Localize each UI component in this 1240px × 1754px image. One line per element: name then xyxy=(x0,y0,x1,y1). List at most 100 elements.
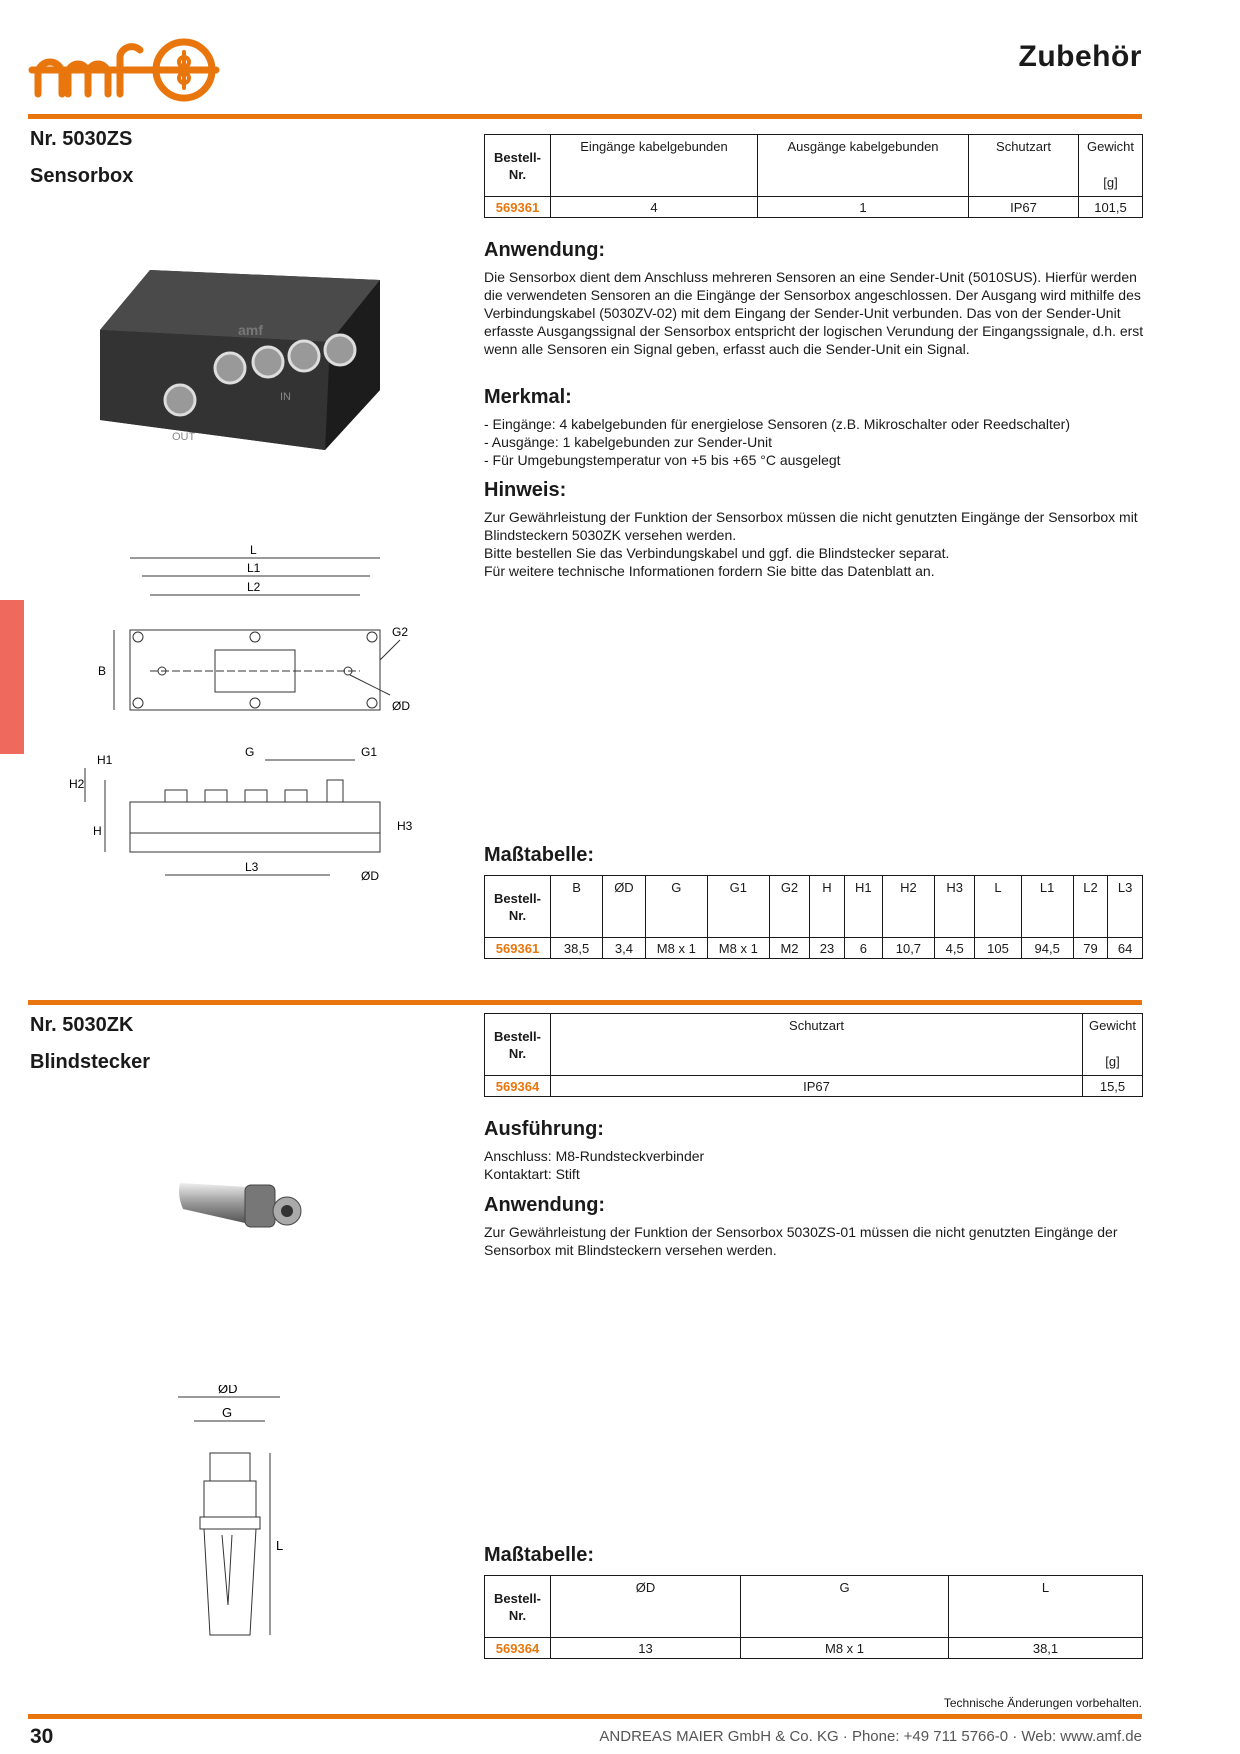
table-row: 569361 38,5 3,4 M8 x 1 M8 x 1 M2 23 6 10… xyxy=(484,937,1143,959)
product-number: Nr. 5030ZS xyxy=(30,128,133,150)
company-line: ANDREAS MAIER GmbH & Co. KG · Phone: +49… xyxy=(599,1728,1142,1745)
dim-label: L xyxy=(276,1538,283,1553)
spec-table: Bestell- Nr. Schutzart Gewicht[g] 569364… xyxy=(484,1013,1143,1097)
table-cell: 38,1 xyxy=(948,1637,1143,1659)
table-cell: M8 x 1 xyxy=(644,937,708,959)
dim-label: L2 xyxy=(247,580,261,594)
table-row: 569364 IP67 15,5 xyxy=(484,1075,1143,1097)
product-number: Nr. 5030ZK xyxy=(30,1014,134,1036)
dim-label: B xyxy=(98,664,106,678)
table-cell: M8 x 1 xyxy=(706,937,770,959)
dim-label: L3 xyxy=(245,860,259,874)
table-row: 569364 13 M8 x 1 38,1 xyxy=(484,1637,1143,1659)
col-header: G2 xyxy=(768,875,811,938)
table-cell: 79 xyxy=(1072,937,1109,959)
dim-label: H3 xyxy=(397,819,413,833)
weight-unit: [g] xyxy=(1103,175,1118,190)
dimension-table: Bestell- Nr. ØD G L 569364 13 M8 x 1 38,… xyxy=(484,1575,1143,1659)
sensorbox-photo: amf OUT IN xyxy=(100,270,380,450)
dim-label: L xyxy=(250,543,257,557)
col-header: ØD xyxy=(602,875,646,938)
table-cell: 4,5 xyxy=(933,937,976,959)
spec-table: Bestell- Nr. Eingänge kabelgebunden Ausg… xyxy=(484,134,1143,218)
table-cell: M2 xyxy=(768,937,811,959)
col-header: H1 xyxy=(843,875,883,938)
table-cell: 6 xyxy=(843,937,883,959)
photo-in-mark: IN xyxy=(280,391,291,403)
order-number-header: Bestell- Nr. xyxy=(484,1575,551,1638)
dim-label: G xyxy=(222,1405,232,1420)
table-cell: 101,5 xyxy=(1078,196,1143,218)
col-header: L1 xyxy=(1020,875,1074,938)
col-header: L xyxy=(974,875,1022,938)
dim-label: G xyxy=(245,745,254,759)
order-number: 569364 xyxy=(484,1075,551,1097)
section-text: - Eingänge: 4 kabelgebunden für energiel… xyxy=(484,416,1071,468)
table-row: 569361 4 1 IP67 101,5 xyxy=(484,196,1143,218)
order-number: 569361 xyxy=(484,937,551,959)
table-cell: 3,4 xyxy=(602,937,646,959)
col-header: G xyxy=(644,875,708,938)
dim-label: ØD xyxy=(361,869,379,883)
section-text: Die Sensorbox dient dem Anschluss mehrer… xyxy=(484,269,1144,357)
col-header: Eingänge kabelgebunden xyxy=(550,134,758,197)
table-cell: 1 xyxy=(757,196,969,218)
col-header: L2 xyxy=(1072,875,1109,938)
chapter-tab xyxy=(0,600,24,754)
col-header: Schutzart xyxy=(968,134,1079,197)
table-cell: 10,7 xyxy=(881,937,935,959)
dim-label: H1 xyxy=(97,753,113,767)
product-name: Blindstecker xyxy=(30,1051,151,1073)
order-number: 569361 xyxy=(484,196,551,218)
section-text: Zur Gewährleistung der Funktion der Sens… xyxy=(484,1224,1118,1258)
section-heading: Merkmal: xyxy=(484,386,572,408)
sensorbox-side-drawing: G G1 H1 H2 H H3 L3 ØD xyxy=(69,745,413,883)
col-header: Schutzart xyxy=(550,1013,1083,1076)
col-header: ØD xyxy=(550,1575,741,1638)
col-header: H xyxy=(809,875,845,938)
dim-label: ØD xyxy=(392,699,410,713)
dim-label: H2 xyxy=(69,777,85,791)
amf-logo xyxy=(28,38,220,102)
table-cell: 38,5 xyxy=(549,937,604,959)
order-number-header: Bestell- Nr. xyxy=(484,875,551,938)
product-name: Sensorbox xyxy=(30,165,134,187)
table-cell: M8 x 1 xyxy=(740,1637,949,1659)
col-header: H3 xyxy=(933,875,976,938)
dim-label: ØD xyxy=(218,1385,238,1396)
section-heading: Anwendung: xyxy=(484,239,606,261)
photo-out-mark: OUT xyxy=(172,431,196,443)
table-cell: 23 xyxy=(809,937,845,959)
section-text: Anschluss: M8-Rundsteckverbinder Kontakt… xyxy=(484,1148,705,1182)
section-divider xyxy=(28,1000,1142,1005)
dimension-table: Bestell- Nr. B ØD G G1 G2 H H1 H2 H3 L L… xyxy=(484,875,1143,959)
dim-label: L1 xyxy=(247,561,261,575)
table-cell: IP67 xyxy=(550,1075,1083,1097)
section-heading: Ausführung: xyxy=(484,1118,604,1140)
weight-unit: [g] xyxy=(1105,1054,1120,1069)
table-cell: 105 xyxy=(974,937,1022,959)
table-cell: 15,5 xyxy=(1082,1075,1143,1097)
dim-label: G1 xyxy=(361,745,377,759)
disclaimer: Technische Änderungen vorbehalten. xyxy=(943,1696,1142,1710)
order-number-header: Bestell- Nr. xyxy=(484,134,551,197)
section-heading: Anwendung: xyxy=(484,1194,606,1216)
table-cell: 4 xyxy=(550,196,758,218)
section-text: Zur Gewährleistung der Funktion der Sens… xyxy=(484,509,1138,579)
section-divider xyxy=(28,114,1142,119)
col-header: Ausgänge kabelgebunden xyxy=(757,134,969,197)
sensorbox-top-drawing: L L1 L2 B G2 ØD xyxy=(98,543,410,713)
footer-divider xyxy=(28,1714,1142,1719)
section-heading: Maßtabelle: xyxy=(484,1544,595,1566)
col-header: L xyxy=(948,1575,1143,1638)
col-header: L3 xyxy=(1107,875,1143,938)
dim-label: H xyxy=(93,824,102,838)
blindstecker-drawing: ØD G L xyxy=(178,1385,283,1636)
col-header: H2 xyxy=(881,875,935,938)
section-heading: Maßtabelle: xyxy=(484,844,595,866)
dim-label: G2 xyxy=(392,625,408,639)
order-number-header: Bestell- Nr. xyxy=(484,1013,551,1076)
table-cell: IP67 xyxy=(968,196,1079,218)
photo-brand-mark: amf xyxy=(238,322,263,338)
blindstecker-photo xyxy=(179,1183,302,1228)
